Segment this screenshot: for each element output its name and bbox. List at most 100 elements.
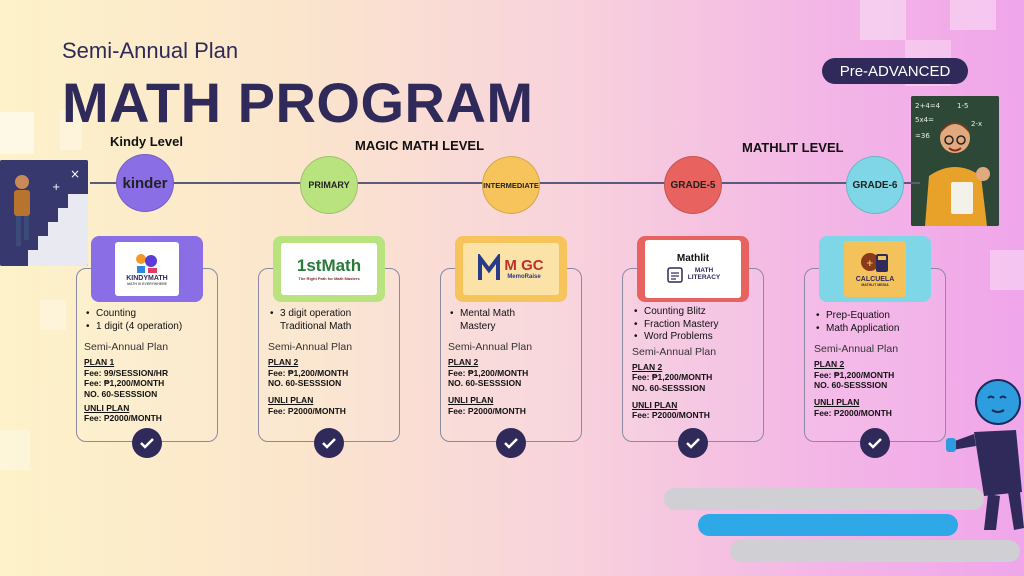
mathlit-logo-line2: LITERACY — [687, 274, 721, 282]
unli-plan-fee: Fee: P2000/MONTH — [84, 413, 162, 424]
mathlit-logo: Mathlit MATH LITERACY — [645, 240, 741, 298]
mgc-logo-tagline: MemoRaise — [507, 273, 541, 280]
topic-item: Word Problems — [632, 331, 762, 344]
calcuela-logo-title: CALCUELA — [855, 276, 895, 284]
deco-pill — [730, 540, 1020, 562]
svg-text:5x4=: 5x4= — [915, 116, 934, 124]
stage-details-primary: 3 digit operation Traditional Math Semi-… — [268, 308, 398, 416]
plan-sessions: NO. 60-SESSSION — [268, 378, 342, 389]
mgc-logo-title: M GC — [504, 256, 544, 274]
deco-square — [860, 0, 906, 40]
plan-subtitle: Semi-Annual Plan — [814, 343, 899, 355]
deco-square — [0, 112, 34, 154]
topic-list: Counting 1 digit (4 operation) — [84, 308, 214, 333]
mathlit-logo-line1: MATH — [694, 267, 714, 275]
level-label-magic: MAGIC MATH LEVEL — [355, 138, 485, 153]
kindymath-logo: KINDYMATH MATH IS EVERYWHERE — [115, 242, 179, 296]
logo-box-primary: 1stMath The Right Path for Math Masters — [273, 236, 385, 302]
svg-text:2-x: 2-x — [971, 120, 982, 128]
unli-plan-name: UNLI PLAN — [632, 399, 678, 410]
svg-text:+: + — [52, 182, 60, 193]
unli-plan-fee: Fee: P2000/MONTH — [448, 405, 526, 416]
deco-square — [60, 110, 82, 150]
calcuela-logo-icon: + — [861, 253, 888, 273]
plan-subtitle: Semi-Annual Plan — [632, 345, 717, 358]
plan-name: PLAN 1 — [84, 357, 115, 368]
logo-box-intermediate: M GC MemoRaise — [455, 236, 567, 302]
plan-name: PLAN 2 — [448, 357, 479, 368]
boy-climbing-stairs-image: × + — [0, 160, 88, 266]
stage-node-primary: PRIMARY — [300, 156, 358, 214]
1stmath-logo-tagline: The Right Path for Math Masters — [298, 275, 360, 281]
1stmath-logo: 1stMath The Right Path for Math Masters — [281, 243, 377, 295]
stage-details-intermediate: Mental Math Mastery Semi-Annual Plan PLA… — [448, 308, 578, 416]
stage-node-kinder: kinder — [116, 154, 174, 212]
plan-sessions: NO. 60-SESSSION — [814, 380, 888, 391]
check-icon — [132, 428, 162, 458]
svg-text:+: + — [866, 259, 874, 269]
plan-subtitle: Semi-Annual Plan — [268, 341, 353, 353]
level-label-kindy: Kindy Level — [110, 134, 183, 149]
topic-item: Math Application — [814, 323, 944, 336]
unli-plan-name: UNLI PLAN — [448, 395, 494, 405]
page-subtitle: Semi-Annual Plan — [62, 38, 239, 63]
kindymath-logo-tagline: MATH IS EVERYWHERE — [127, 281, 167, 286]
calcuela-logo: + CALCUELA MATHLIT MEDIA — [844, 241, 906, 297]
plan-name: PLAN 2 — [632, 361, 663, 372]
topic-item: Fraction Mastery — [632, 319, 762, 332]
page-title: MATH PROGRAM — [62, 71, 534, 134]
deco-square — [40, 300, 66, 330]
stage-details-grade5: Counting Blitz Fraction Mastery Word Pro… — [632, 306, 762, 421]
topic-list: Mental Math Mastery — [448, 308, 578, 333]
topic-list: Prep-Equation Math Application — [814, 310, 944, 335]
stage-node-grade5: GRADE-5 — [664, 156, 722, 214]
topic-item: Counting Blitz — [632, 306, 762, 319]
topic-item: 3 digit operation Traditional Math — [268, 308, 398, 333]
check-icon — [314, 428, 344, 458]
level-label-mathlit: MATHLIT LEVEL — [742, 140, 844, 155]
logo-box-kinder: KINDYMATH MATH IS EVERYWHERE — [91, 236, 203, 302]
logo-box-grade6: + CALCUELA MATHLIT MEDIA — [819, 236, 931, 302]
deco-square — [0, 430, 30, 470]
topic-list: Counting Blitz Fraction Mastery Word Pro… — [632, 306, 762, 344]
plan-fee: Fee: ₱1,200/MONTH — [268, 367, 349, 378]
svg-text:2+4=4: 2+4=4 — [915, 102, 941, 110]
mathlit-logo-heading: Mathlit — [676, 252, 710, 264]
mgc-logo-icon — [478, 254, 501, 280]
thinking-mascot-illustration — [944, 372, 1024, 532]
check-icon — [496, 428, 526, 458]
plan-subtitle: Semi-Annual Plan — [84, 341, 169, 353]
unli-plan-fee: Fee: P2000/MONTH — [268, 405, 346, 416]
kindymath-logo-icon — [136, 254, 157, 274]
topic-item: Prep-Equation — [814, 310, 944, 323]
plan-fee: Fee: ₱1,200/MONTH — [632, 372, 713, 383]
svg-text:×: × — [70, 167, 80, 181]
topic-item: Mental Math Mastery — [448, 308, 538, 333]
topic-item: Counting — [84, 308, 214, 321]
plan-fee: Fee: ₱1,200/MONTH — [84, 378, 165, 389]
unli-plan-fee: Fee: P2000/MONTH — [632, 410, 710, 421]
deco-square — [950, 0, 996, 30]
kindymath-logo-title: KINDYMATH — [126, 275, 168, 283]
check-icon — [860, 428, 890, 458]
1stmath-logo-title: 1stMath — [296, 255, 362, 275]
plan-subtitle: Semi-Annual Plan — [448, 341, 533, 353]
stage-details-grade6: Prep-Equation Math Application Semi-Annu… — [814, 310, 944, 418]
unli-plan-name: UNLI PLAN — [84, 402, 130, 413]
stage-details-kinder: Counting 1 digit (4 operation) Semi-Annu… — [84, 308, 214, 424]
deco-pill — [664, 488, 984, 510]
logo-box-grade5: Mathlit MATH LITERACY — [637, 236, 749, 302]
plan-sessions: NO. 60-SESSSION — [632, 382, 706, 393]
plan-sessions: NO. 60-SESSSION — [84, 389, 158, 399]
unli-plan-fee: Fee: P2000/MONTH — [814, 407, 892, 418]
calcuela-logo-tagline: MATHLIT MEDIA — [861, 282, 889, 287]
mgc-logo: M GC MemoRaise — [463, 243, 559, 295]
svg-text:1-5: 1-5 — [957, 102, 968, 110]
check-icon — [678, 428, 708, 458]
plan-sessions: NO. 60-SESSSION — [448, 378, 522, 389]
stage-node-intermediate: INTERMEDIATE — [482, 156, 540, 214]
topic-item: 1 digit (4 operation) — [84, 321, 214, 334]
deco-pill — [698, 514, 958, 536]
plan-name: PLAN 2 — [814, 359, 845, 370]
unli-plan-name: UNLI PLAN — [268, 395, 314, 405]
